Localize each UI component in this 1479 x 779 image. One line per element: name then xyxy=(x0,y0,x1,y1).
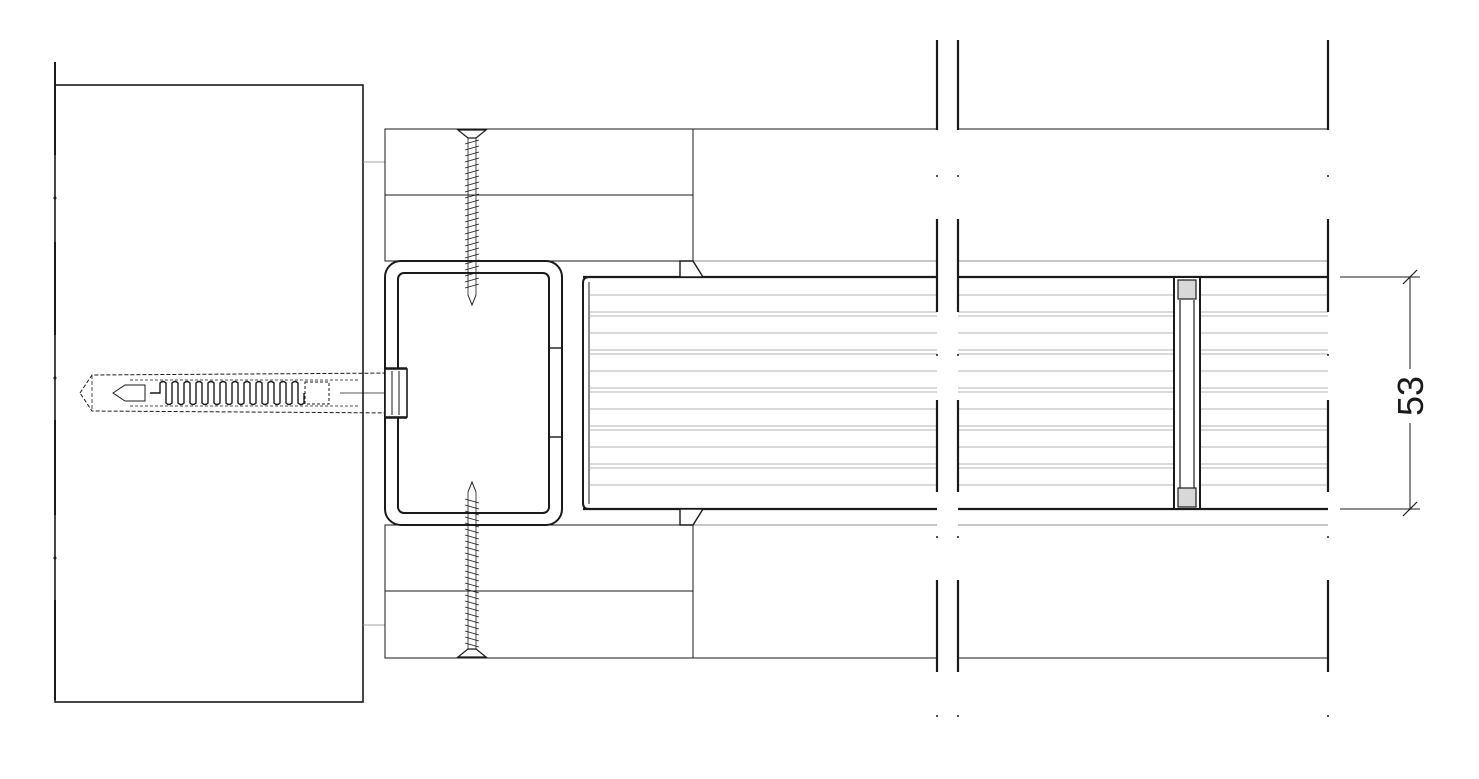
screw-thread xyxy=(464,235,480,241)
screw-thread xyxy=(464,151,480,157)
screw-thread xyxy=(464,223,480,229)
screw-thread xyxy=(464,283,480,289)
screw-thread xyxy=(464,528,480,534)
screw-thread xyxy=(464,169,480,175)
screw-thread xyxy=(464,145,480,151)
screw-thread xyxy=(464,139,480,145)
dimension-label: 53 xyxy=(1390,376,1431,416)
break-line-dot xyxy=(1327,536,1329,538)
screw-thread xyxy=(464,630,480,636)
screw-thread xyxy=(464,636,480,642)
break-line-dot xyxy=(936,175,938,177)
screw-thread xyxy=(464,211,480,217)
break-lines xyxy=(935,40,1330,717)
screw-head xyxy=(456,129,488,139)
screw-thread xyxy=(464,576,480,582)
screw-thread xyxy=(464,498,480,504)
screw-thread xyxy=(464,612,480,618)
screw-thread xyxy=(464,193,480,199)
upper-battens xyxy=(384,128,1328,262)
break-line-dot xyxy=(957,175,959,177)
break-line-dot xyxy=(957,536,959,538)
screw-thread xyxy=(464,247,480,253)
screw-thread xyxy=(464,199,480,205)
screw-thread xyxy=(464,606,480,612)
screw-thread xyxy=(464,600,480,606)
screw-thread xyxy=(464,163,480,169)
screw-thread xyxy=(464,229,480,235)
screw-thread xyxy=(464,187,480,193)
screw-thread xyxy=(464,157,480,163)
screw-thread xyxy=(464,642,480,648)
screw-thread xyxy=(464,540,480,546)
screw-thread xyxy=(464,510,480,516)
cladding-board xyxy=(582,275,1328,511)
board-clips xyxy=(679,260,705,526)
screw-thread xyxy=(464,552,480,558)
screw-thread xyxy=(464,624,480,630)
screw-thread xyxy=(464,181,480,187)
screw-thread xyxy=(464,205,480,211)
screw-thread xyxy=(464,588,480,594)
break-line-dot xyxy=(1327,354,1329,356)
screw-thread xyxy=(464,241,480,247)
break-line-dot xyxy=(936,715,938,717)
screw-tip xyxy=(467,480,477,493)
screw-thread xyxy=(464,504,480,510)
screw-thread xyxy=(464,277,480,283)
screw-thread xyxy=(464,618,480,624)
board-hatching xyxy=(590,294,1328,486)
upper-screw xyxy=(456,129,488,307)
anchor-expansion-zone xyxy=(150,380,305,406)
break-line-dot xyxy=(1327,715,1329,717)
lower-screw xyxy=(456,480,488,658)
screw-thread xyxy=(464,582,480,588)
screw-thread xyxy=(464,558,480,564)
screw-thread xyxy=(464,265,480,271)
screw-thread xyxy=(464,594,480,600)
screw-head xyxy=(456,648,488,658)
screw-thread xyxy=(464,253,480,259)
screw-thread xyxy=(464,546,480,552)
screw-thread xyxy=(464,516,480,522)
dimension-53: 53 xyxy=(1340,269,1431,517)
screw-thread xyxy=(464,564,480,570)
screw-tip xyxy=(467,294,477,307)
break-line-dot xyxy=(1327,175,1329,177)
screw-thread xyxy=(464,534,480,540)
wall-section xyxy=(53,62,385,703)
break-line-dot xyxy=(957,715,959,717)
screw-thread xyxy=(464,217,480,223)
break-line-dot xyxy=(957,354,959,356)
break-line-dot xyxy=(936,354,938,356)
screw-thread xyxy=(464,259,480,265)
screw-thread xyxy=(464,522,480,528)
screw-thread xyxy=(464,570,480,576)
screw-thread xyxy=(464,271,480,277)
joint-profile xyxy=(1173,276,1201,510)
lower-battens xyxy=(384,524,1328,659)
break-line-dot xyxy=(936,536,938,538)
screw-thread xyxy=(464,175,480,181)
frame-anchor xyxy=(79,368,408,418)
